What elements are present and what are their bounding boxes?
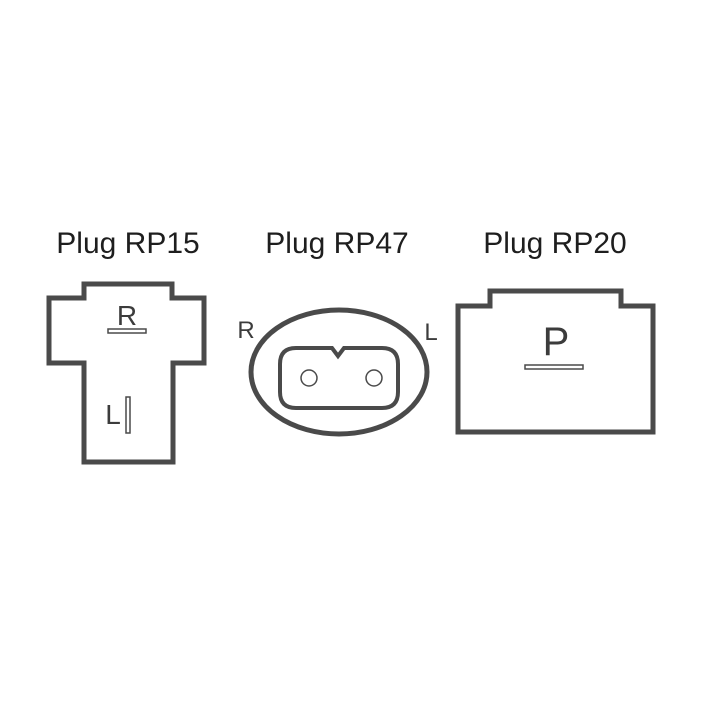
rp47-pin-left xyxy=(300,369,318,387)
rp20-pin-p-label: P xyxy=(543,320,570,364)
rp15-pin-r xyxy=(107,328,147,334)
rp47-outline xyxy=(248,307,430,437)
rp47-pin-right xyxy=(365,369,383,387)
rp15-pin-l xyxy=(125,396,131,434)
plug-rp47: R L xyxy=(237,307,438,437)
plug-rp20: P xyxy=(455,288,656,435)
rp47-pin-l-label: L xyxy=(424,319,437,346)
rp47-socket xyxy=(278,346,400,410)
plug-rp15: R L xyxy=(46,281,207,465)
rp15-outline xyxy=(46,281,207,465)
rp20-outline xyxy=(455,288,656,435)
plug-rp47-title: Plug RP47 xyxy=(265,227,409,260)
rp15-pin-l-label: L xyxy=(105,399,121,430)
rp20-pin-p xyxy=(524,364,584,370)
rp15-pin-r-label: R xyxy=(117,300,137,331)
rp47-pin-r-label: R xyxy=(237,317,254,344)
plug-rp20-title: Plug RP20 xyxy=(483,227,627,260)
plug-rp15-title: Plug RP15 xyxy=(56,227,200,260)
